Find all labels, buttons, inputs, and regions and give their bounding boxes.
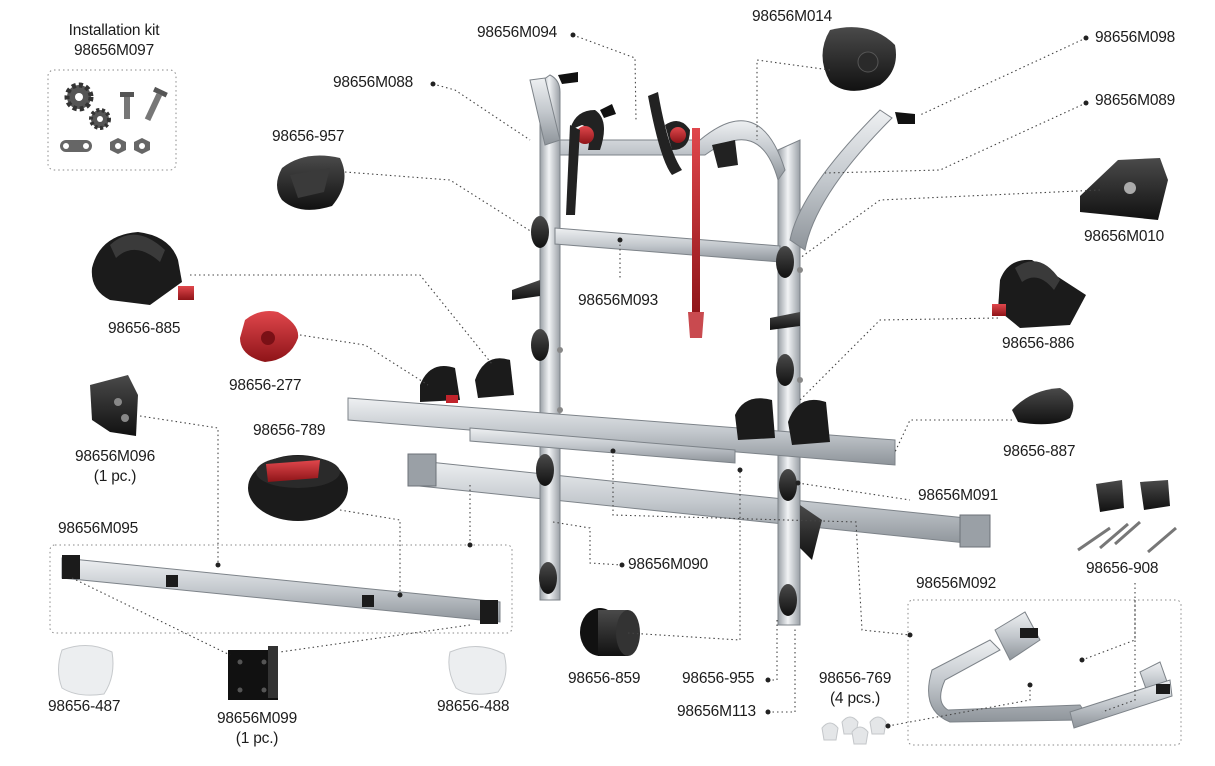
screw-icon xyxy=(120,92,134,119)
part-label-98656M088: 98656M088 xyxy=(333,74,414,91)
leader-lines xyxy=(71,34,1136,727)
wheel-holder-frame-part xyxy=(928,611,1173,729)
part-label-98656M091: 98656M091 xyxy=(918,487,999,504)
part-label-98656-789: 98656-789 xyxy=(253,422,326,439)
hook-part xyxy=(1012,388,1074,425)
part-label-98656M098: 98656M098 xyxy=(1095,29,1176,46)
part-label-98656-886: 98656-886 xyxy=(1002,335,1075,352)
part-label-98656M010: 98656M010 xyxy=(1084,228,1165,245)
bike-rack-assembly xyxy=(347,72,991,626)
chain-link-icon xyxy=(60,140,92,152)
rubber-pad-part xyxy=(277,155,345,210)
part-label-98656-277: 98656-277 xyxy=(229,377,302,394)
nut-icon xyxy=(110,138,126,154)
part-label-98656M113: 98656M113 xyxy=(677,703,756,720)
part-label-98656M092: 98656M092 xyxy=(916,575,997,592)
red-knob-part xyxy=(240,311,299,362)
gear-icon xyxy=(64,82,94,112)
installation-kit-code: 98656M097 xyxy=(73,42,155,59)
cover-cap-right-part xyxy=(448,646,507,695)
nut-icon xyxy=(134,138,150,154)
leader-dots xyxy=(215,32,1089,729)
part-label-98656-885: 98656-885 xyxy=(108,320,181,337)
wheel-holder-left-part xyxy=(91,232,194,305)
part-label-98656-769: 98656-769 xyxy=(818,670,892,687)
cover-cap-left-part xyxy=(58,645,114,696)
part-label-98656M099: 98656M099 xyxy=(216,710,298,727)
part-label-98656M095: 98656M095 xyxy=(58,520,139,537)
part-label-98656M094: 98656M094 xyxy=(477,24,558,41)
mounting-bracket-part xyxy=(90,375,138,436)
part-label-98656-908: 98656-908 xyxy=(1086,560,1159,577)
part-label-98656M099-qty: (1 pc.) xyxy=(235,730,279,747)
wheel-holder-right-part xyxy=(992,259,1086,328)
rail-group-box xyxy=(49,544,513,634)
roller-part xyxy=(580,608,640,656)
rail-part xyxy=(61,555,501,624)
clip-parts xyxy=(821,716,887,745)
part-label-98656-887: 98656-887 xyxy=(1003,443,1076,460)
part-label-98656-769-qty: (4 pcs.) xyxy=(829,690,881,707)
part-label-98656M090: 98656M090 xyxy=(628,556,709,573)
part-label-98656M093: 98656M093 xyxy=(578,292,659,309)
part-label-98656-487: 98656-487 xyxy=(48,698,121,715)
support-shoe-part xyxy=(1080,158,1168,220)
strap-ring-part xyxy=(248,455,348,521)
plate-part xyxy=(228,646,278,700)
installation-kit-title: Installation kit xyxy=(68,22,160,39)
gear-icon xyxy=(89,108,111,130)
knob-cap-part xyxy=(822,27,896,91)
part-label-98656-859: 98656-859 xyxy=(568,670,641,687)
installation-kit-box xyxy=(47,69,177,171)
part-label-98656-488: 98656-488 xyxy=(437,698,510,715)
wheel-holder-group-box xyxy=(907,599,1182,746)
part-label-98656M089: 98656M089 xyxy=(1095,92,1176,109)
part-label-98656M014: 98656M014 xyxy=(752,8,833,25)
part-label-98656-955: 98656-955 xyxy=(682,670,755,687)
part-label-98656M096: 98656M096 xyxy=(74,448,156,465)
part-label-98656-957: 98656-957 xyxy=(272,128,345,145)
end-plug-parts xyxy=(1077,480,1177,554)
part-label-98656M096-qty: (1 pc.) xyxy=(93,468,137,485)
screw-icon xyxy=(144,86,168,122)
